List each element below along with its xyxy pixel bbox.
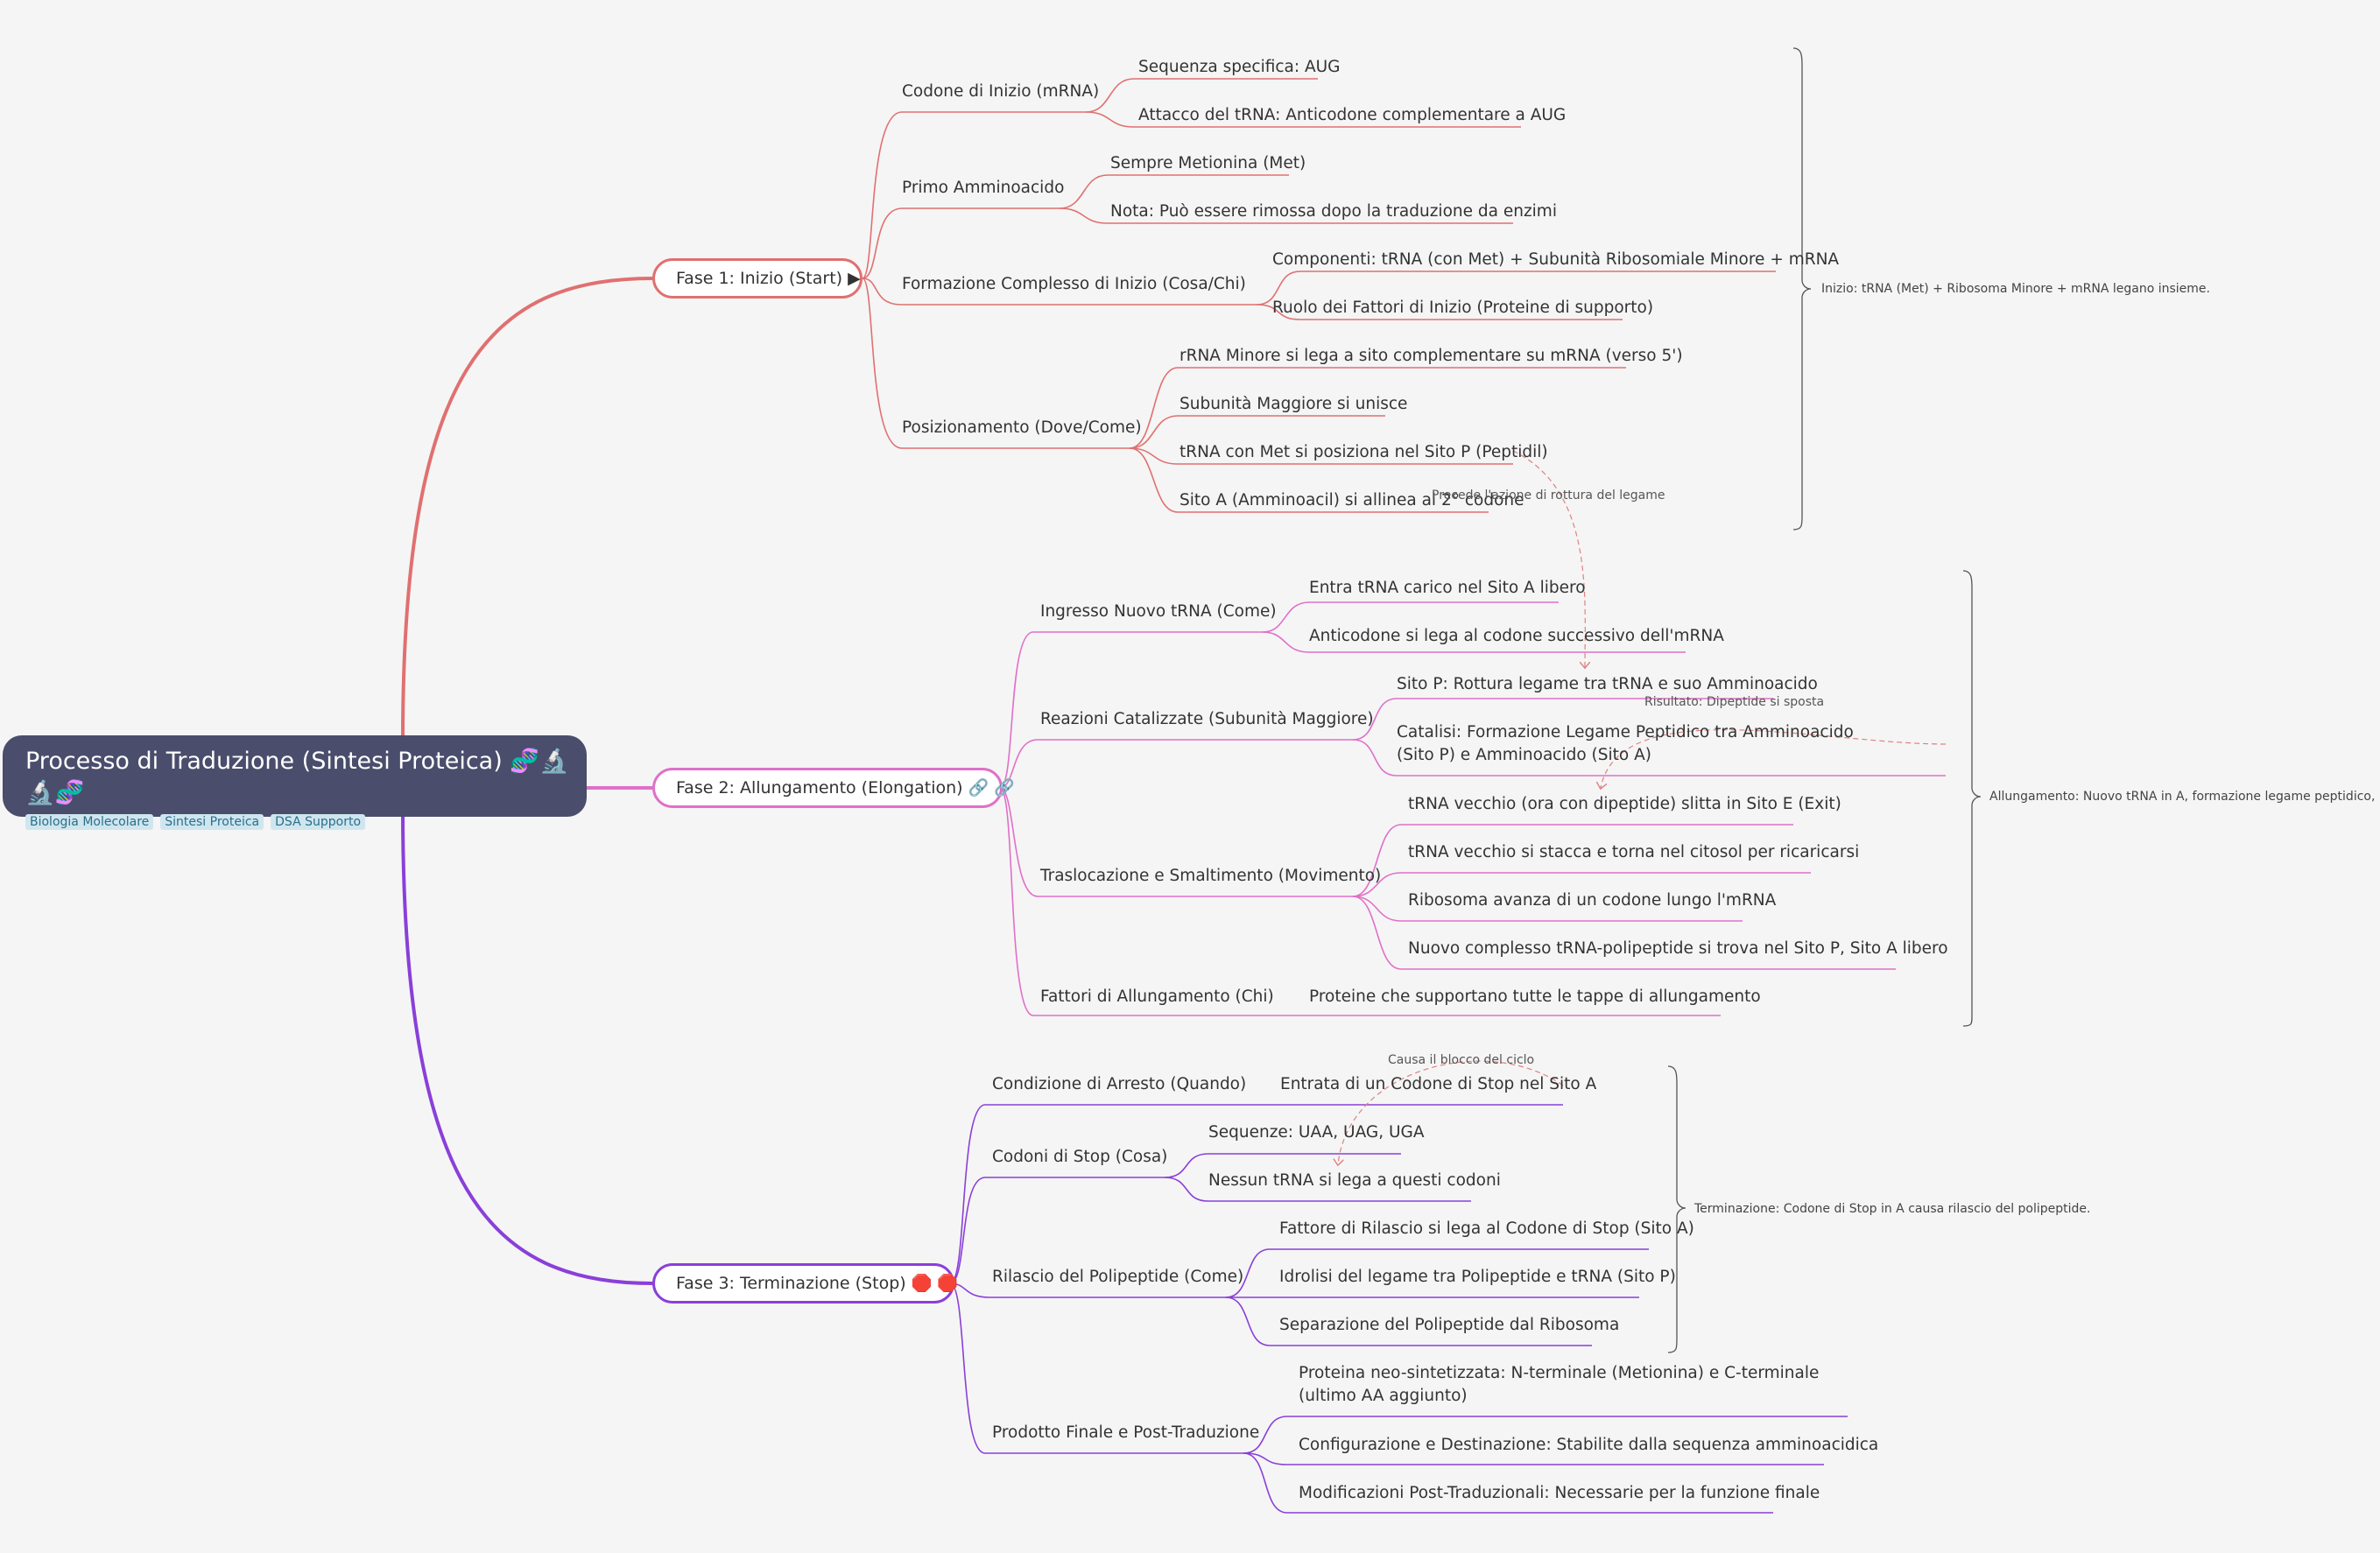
- leaf-label[interactable]: Sito A (Amminoacil) si allinea al 2° cod…: [1179, 491, 1524, 509]
- root-to-phase3-line: [401, 809, 653, 1285]
- branch-label[interactable]: Fattori di Allungamento (Chi): [1040, 987, 1274, 1006]
- relation-label[interactable]: Precede l'azione di rottura del legame: [1432, 488, 1665, 502]
- branch-label[interactable]: Codone di Inizio (mRNA): [902, 82, 1100, 101]
- leaf-label[interactable]: Nessun tRNA si lega a questi codoni: [1208, 1171, 1501, 1190]
- leaf-label[interactable]: tRNA con Met si posiziona nel Sito P (Pe…: [1179, 443, 1548, 461]
- branch-label[interactable]: Posizionamento (Dove/Come): [902, 418, 1142, 437]
- leaf-label[interactable]: Sempre Metionina (Met): [1110, 154, 1306, 172]
- relation-label[interactable]: Risultato: Dipeptide si sposta: [1644, 695, 1825, 709]
- leaf-label[interactable]: Attacco del tRNA: Anticodone complementa…: [1138, 106, 1567, 124]
- leaf-label[interactable]: Entra tRNA carico nel Sito A libero: [1309, 579, 1586, 597]
- branch-label[interactable]: Rilascio del Polipeptide (Come): [992, 1268, 1244, 1286]
- tag-label[interactable]: Sintesi Proteica: [160, 814, 264, 830]
- relation-line-2: [1601, 729, 1947, 788]
- leaf-label[interactable]: Nuovo complesso tRNA-polipeptide si trov…: [1408, 939, 1948, 958]
- leaf-label[interactable]: Sito P: Rottura legame tra tRNA e suo Am…: [1397, 675, 1818, 693]
- leaf-label[interactable]: Ribosoma avanza di un codone lungo l'mRN…: [1408, 891, 1777, 910]
- leaf-label[interactable]: Proteine che supportano tutte le tappe d…: [1309, 987, 1761, 1006]
- branch-label[interactable]: Codoni di Stop (Cosa): [992, 1148, 1168, 1166]
- tag-label[interactable]: Biologia Molecolare: [25, 814, 154, 830]
- leaf-label[interactable]: Sequenza specifica: AUG: [1138, 58, 1341, 76]
- leaf-label[interactable]: Modificazioni Post-Traduzionali: Necessa…: [1299, 1484, 1820, 1502]
- relation-line-3: [1338, 1060, 1564, 1164]
- leaf-label[interactable]: Separazione del Polipeptide dal Ribosoma: [1279, 1316, 1620, 1334]
- root-topic[interactable]: Processo di Traduzione (Sintesi Proteica…: [3, 735, 587, 830]
- leaf-label[interactable]: Subunità Maggiore si unisce: [1179, 395, 1408, 413]
- relation-line-1: [1512, 450, 1585, 667]
- leaf-label[interactable]: Fattore di Rilascio si lega al Codone di…: [1279, 1219, 1694, 1238]
- branch-label[interactable]: Ingresso Nuovo tRNA (Come): [1040, 602, 1277, 621]
- leaf-label[interactable]: Nota: Può essere rimossa dopo la traduzi…: [1110, 202, 1557, 221]
- leaf-label[interactable]: Componenti: tRNA (con Met) + Subunità Ri…: [1272, 250, 1840, 269]
- phase3-node[interactable]: Fase 3: Terminazione (Stop) 🛑 🛑: [652, 1263, 958, 1304]
- leaf-label[interactable]: tRNA vecchio si stacca e torna nel citos…: [1408, 843, 1860, 861]
- leaf-label[interactable]: rRNA Minore si lega a sito complementare…: [1179, 347, 1683, 365]
- relation-label[interactable]: Causa il blocco del ciclo: [1388, 1053, 1535, 1067]
- root-to-phase1-line: [401, 277, 653, 741]
- leaf-label[interactable]: tRNA vecchio (ora con dipeptide) slitta …: [1408, 795, 1841, 813]
- phase2-node[interactable]: Fase 2: Allungamento (Elongation) 🔗 🔗: [652, 768, 1015, 808]
- root-title: Processo di Traduzione (Sintesi Proteica…: [25, 748, 569, 806]
- phase1-summary[interactable]: Inizio: tRNA (Met) + Ribosoma Minore + m…: [1821, 282, 2210, 296]
- tag-label[interactable]: DSA Supporto: [271, 814, 366, 830]
- leaf-label[interactable]: Sequenze: UAA, UAG, UGA: [1208, 1123, 1425, 1142]
- phase2-summary[interactable]: Allungamento: Nuovo tRNA in A, formazion…: [1989, 790, 2376, 804]
- leaf-label[interactable]: Configurazione e Destinazione: Stabilite…: [1299, 1436, 1879, 1454]
- branch-label[interactable]: Formazione Complesso di Inizio (Cosa/Chi…: [902, 275, 1246, 293]
- branch-label[interactable]: Primo Amminoacido: [902, 179, 1065, 197]
- leaf-label[interactable]: Anticodone si lega al codone successivo …: [1309, 627, 1724, 645]
- leaf-label[interactable]: Ruolo dei Fattori di Inizio (Proteine di…: [1272, 299, 1654, 317]
- leaf-label[interactable]: Idrolisi del legame tra Polipeptide e tR…: [1279, 1268, 1676, 1286]
- branch-label[interactable]: Prodotto Finale e Post-Traduzione: [992, 1423, 1260, 1442]
- root-tags: Biologia Molecolare Sintesi Proteica DSA…: [25, 814, 587, 830]
- leaf-label[interactable]: Catalisi: Formazione Legame Peptidico tr…: [1397, 723, 1854, 764]
- leaf-label[interactable]: Entrata di un Codone di Stop nel Sito A: [1280, 1075, 1597, 1093]
- branch-label[interactable]: Condizione di Arresto (Quando): [992, 1075, 1247, 1093]
- phase3-summary[interactable]: Terminazione: Codone di Stop in A causa …: [1694, 1202, 2091, 1216]
- branch-label[interactable]: Reazioni Catalizzate (Subunità Maggiore): [1040, 710, 1374, 728]
- phase1-node[interactable]: Fase 1: Inizio (Start) ▶: [652, 258, 863, 299]
- leaf-label[interactable]: Proteina neo-sintetizzata: N-terminale (…: [1299, 1364, 1820, 1405]
- branch-label[interactable]: Traslocazione e Smaltimento (Movimento): [1040, 867, 1382, 885]
